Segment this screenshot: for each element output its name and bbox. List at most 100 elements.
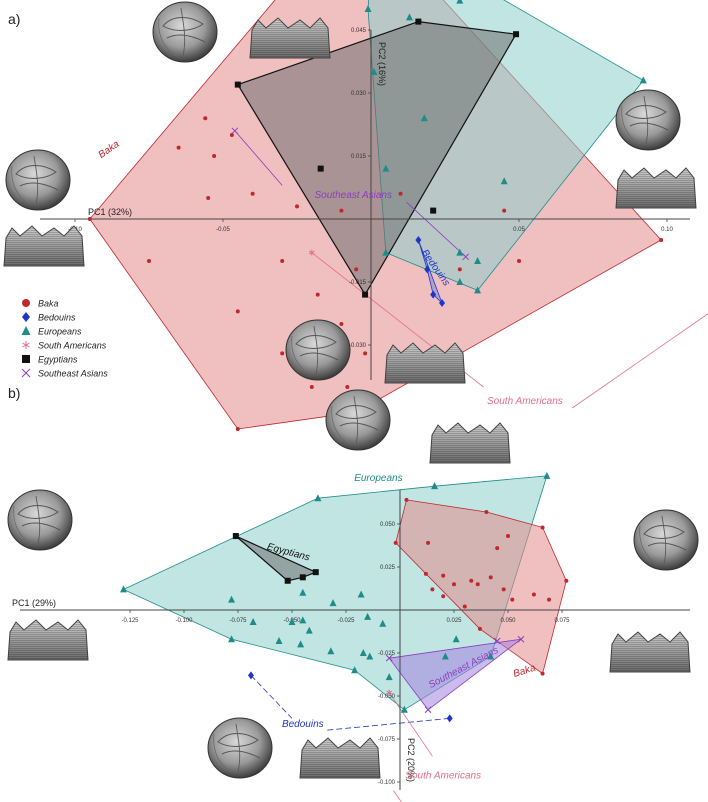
point-baka [280, 259, 285, 263]
y-axis-title: PC2 (16%) [377, 42, 387, 86]
tooth-image-b-top-occlusal [325, 389, 391, 451]
point-europeans [456, 0, 464, 4]
panel-a-hulls [89, 0, 662, 430]
point-europeans [299, 588, 307, 596]
point-baka [345, 385, 350, 389]
legend-marker-south-americans [22, 341, 30, 349]
point-europeans [385, 673, 393, 681]
point-europeans [228, 635, 236, 643]
tooth-image-b-left-side [7, 619, 89, 661]
tooth-image-b-bottom-side [299, 737, 381, 779]
y-tick-label: -0.030 [349, 343, 367, 349]
group-label-bedouins: Bedouins [282, 719, 324, 730]
point-baka [280, 351, 285, 356]
point-south-americans [386, 689, 393, 696]
point-baka [477, 626, 482, 631]
point-europeans [474, 286, 482, 294]
x-tick-label: -0.125 [121, 618, 139, 624]
point-egyptians [362, 291, 369, 298]
point-baka [441, 594, 446, 599]
panel-b-leader-lines [250, 675, 450, 802]
point-egyptians [284, 577, 291, 584]
point-egyptians [312, 569, 319, 576]
legend-label-egyptians: Egyptians [38, 355, 78, 365]
tooth-image-b-right-occlusal [633, 509, 699, 571]
point-baka [87, 217, 92, 221]
point-europeans [327, 647, 335, 655]
point-baka [235, 427, 240, 431]
point-europeans [314, 494, 322, 502]
y-tick-label: 0.030 [351, 91, 367, 97]
point-europeans [359, 649, 367, 656]
point-south-americans [308, 249, 315, 256]
hull-baka [395, 499, 567, 675]
point-europeans [357, 590, 365, 598]
leader-line-southeast-asians [234, 130, 283, 186]
hull-southeast-asians [388, 638, 523, 711]
point-europeans [370, 68, 378, 75]
tooth-image-a-bottom-occlusal [285, 319, 351, 381]
point-europeans [120, 585, 128, 593]
point-europeans [228, 595, 236, 603]
tooth-image-a-top-occlusal [152, 1, 218, 63]
point-baka [339, 208, 344, 213]
point-southeast-asians [385, 654, 393, 662]
point-egyptians [234, 81, 241, 88]
point-bedouins [415, 236, 422, 244]
leader-line-bedouins [324, 717, 450, 731]
leader-line-south-americans [393, 790, 402, 802]
leader-line-southeast-asians [406, 201, 466, 258]
group-label-southeast-asians: Southeast Asians [315, 190, 392, 201]
tooth-image-a-right-occlusal [615, 89, 681, 151]
x-tick-label: -0.075 [229, 618, 247, 624]
point-europeans [249, 618, 257, 626]
legend-label-southeast-asians: Southeast Asians [38, 369, 108, 379]
panel-a: a) -0.10-0.050.050.100.0750.0600.0450.03… [3, 0, 708, 431]
tooth-image-b-right-side [609, 631, 691, 673]
point-baka [659, 238, 664, 242]
x-axis-title: PC1 (32%) [88, 207, 132, 217]
point-europeans [288, 618, 296, 626]
point-europeans [364, 612, 372, 620]
point-baka [462, 604, 467, 609]
y-tick-label: -0.025 [378, 651, 396, 657]
point-europeans [420, 114, 428, 122]
point-egyptians [232, 533, 239, 540]
y-tick-label: -0.075 [378, 737, 396, 743]
legend-marker-baka [22, 299, 30, 307]
point-baka [441, 573, 446, 578]
point-baka [502, 208, 507, 213]
legend-label-bedouins: Bedouins [38, 313, 76, 323]
point-egyptians [299, 574, 306, 581]
point-europeans [441, 652, 449, 660]
legend-label-south-americans: South Americans [38, 341, 107, 351]
tooth-image-a-right-side [615, 167, 697, 209]
point-europeans [329, 599, 337, 607]
point-southeast-asians [517, 635, 525, 643]
leader-line-south-americans [388, 692, 433, 757]
point-europeans [431, 482, 439, 490]
x-tick-label: 0.075 [554, 618, 570, 624]
tooth-image-a-left-occlusal [5, 149, 71, 211]
point-southeast-asians [462, 253, 470, 261]
point-baka [506, 534, 510, 539]
point-baka [398, 191, 403, 196]
point-baka [540, 671, 545, 676]
point-baka [475, 582, 480, 587]
point-europeans [452, 635, 460, 643]
point-europeans [405, 13, 413, 21]
point-baka [176, 145, 181, 150]
y-tick-label: -0.015 [349, 280, 367, 286]
point-europeans [474, 257, 482, 264]
point-europeans [379, 619, 387, 627]
point-egyptians [430, 207, 437, 214]
point-baka [540, 525, 545, 530]
point-baka [363, 351, 368, 356]
point-egyptians [513, 31, 520, 38]
point-baka [295, 204, 299, 209]
point-europeans [351, 666, 359, 674]
point-baka [309, 385, 314, 389]
point-egyptians [415, 18, 422, 25]
